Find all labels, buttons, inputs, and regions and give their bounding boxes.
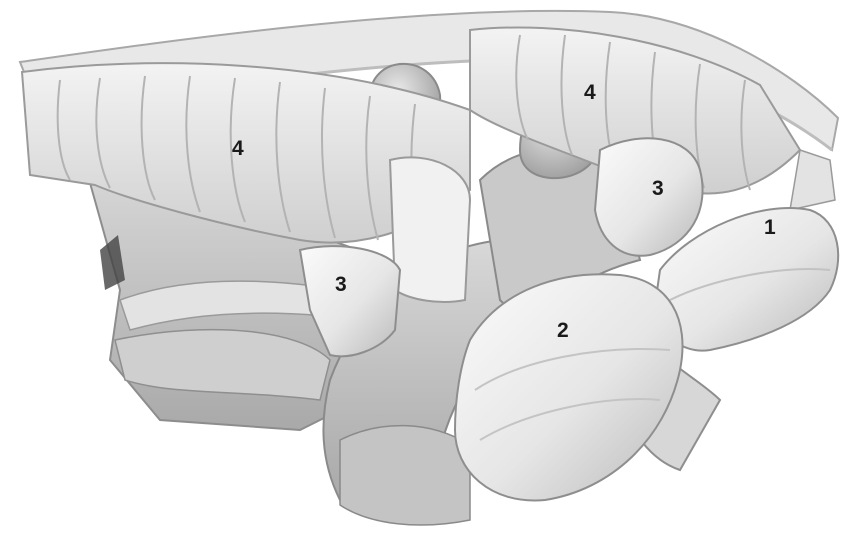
side-airbag-front bbox=[595, 138, 703, 255]
callout-3-rear: 3 bbox=[335, 273, 347, 296]
callout-1: 1 bbox=[764, 216, 776, 239]
callout-4-left: 4 bbox=[232, 137, 244, 160]
callout-3-front: 3 bbox=[652, 177, 664, 200]
callout-2: 2 bbox=[557, 319, 569, 342]
callout-4-right: 4 bbox=[584, 81, 596, 104]
